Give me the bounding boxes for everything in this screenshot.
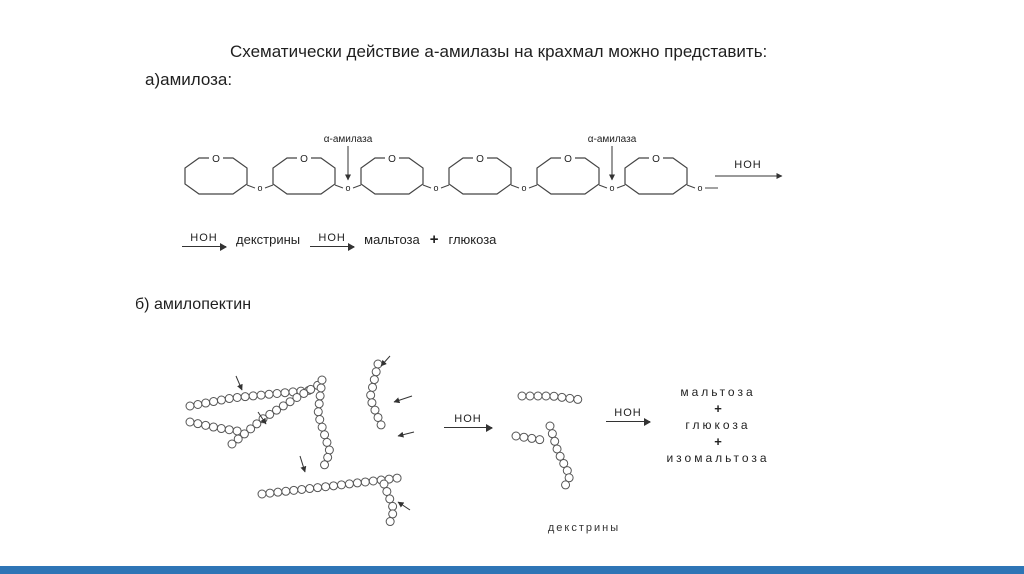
svg-text:O: O [564, 154, 572, 165]
amylose-reaction-row: НОН декстрины НОН мальтоза + глюкоза [182, 231, 497, 251]
hoh-arrow: НОН [310, 232, 356, 251]
amylopectin-products: мальтоза + глюкоза + изомальтоза [658, 384, 778, 467]
branch-cleavage-arrow [397, 431, 415, 438]
maltose-word: мальтоза [364, 231, 420, 247]
amylopectin-diagram [185, 355, 583, 527]
pyranose-ring-chain: Oo Oo Oo Oo Oo Oo [184, 154, 718, 195]
svg-text:o: o [345, 183, 350, 193]
product-glucose: глюкоза [685, 418, 751, 432]
svg-text:O: O [476, 154, 484, 165]
right-arrow-icon [182, 242, 227, 251]
hoh-arrow: НОН [606, 407, 651, 426]
glucose-word: глюкоза [448, 231, 497, 247]
hoh-label: НОН [190, 232, 218, 244]
product-maltose: мальтоза [680, 385, 756, 399]
bottom-accent-bar [0, 566, 1024, 574]
hoh-label: НОН [454, 413, 482, 425]
branch-cleavage-arrow [380, 355, 391, 367]
right-arrow-icon [606, 417, 651, 426]
svg-text:O: O [300, 154, 308, 165]
dextrins-caption: декстрины [547, 522, 621, 534]
branch-cleavage-arrow [393, 395, 413, 404]
alpha-amylase-label: α-амилаза [324, 134, 373, 145]
svg-text:O: O [652, 154, 660, 165]
svg-text:O: O [212, 154, 220, 165]
dextrins-word: декстрины [236, 231, 301, 247]
glucose-chain [511, 431, 545, 445]
branch-cleavage-arrow [397, 501, 411, 511]
right-arrow-icon [444, 423, 493, 432]
glucose-chain [313, 375, 334, 470]
slide-title: Схематически действие а-амилазы на крахм… [230, 42, 768, 61]
glucose-chain [257, 473, 402, 499]
section-b-label: б) амилопектин [135, 296, 252, 313]
glucose-chain [366, 359, 386, 430]
glucose-chain [545, 421, 574, 490]
glucose-chain [185, 417, 242, 436]
svg-text:O: O [388, 154, 396, 165]
alpha-amylase-label: α-амилаза [588, 134, 637, 145]
plus-sign: + [714, 434, 722, 449]
svg-text:o: o [521, 183, 526, 193]
branch-cleavage-arrow [299, 455, 307, 473]
product-isomaltose: изомальтоза [666, 451, 770, 465]
svg-text:o: o [697, 183, 702, 193]
hoh-label: НОН [318, 232, 346, 244]
branch-cleavage-arrow [257, 411, 267, 425]
glucose-chain [517, 391, 583, 404]
right-arrow-icon [310, 242, 356, 251]
amylose-diagram: Oo Oo Oo Oo Oo Oo α-амилаза α-амилаза НОН [184, 134, 783, 195]
hoh-arrow: НОН [182, 232, 227, 251]
glucose-bead-chains [185, 355, 583, 527]
svg-text:o: o [609, 183, 614, 193]
hoh-label: НОН [614, 407, 642, 419]
hoh-arrow: НОН [444, 413, 493, 432]
hoh-hydrolysis-label: НОН [734, 159, 761, 171]
section-a-label: а)амилоза: [145, 70, 233, 89]
glucose-chain [379, 479, 398, 527]
plus-sign: + [429, 231, 439, 248]
svg-text:o: o [257, 183, 262, 193]
branch-cleavage-arrow [235, 375, 243, 391]
svg-text:o: o [433, 183, 438, 193]
plus-sign: + [714, 401, 722, 416]
